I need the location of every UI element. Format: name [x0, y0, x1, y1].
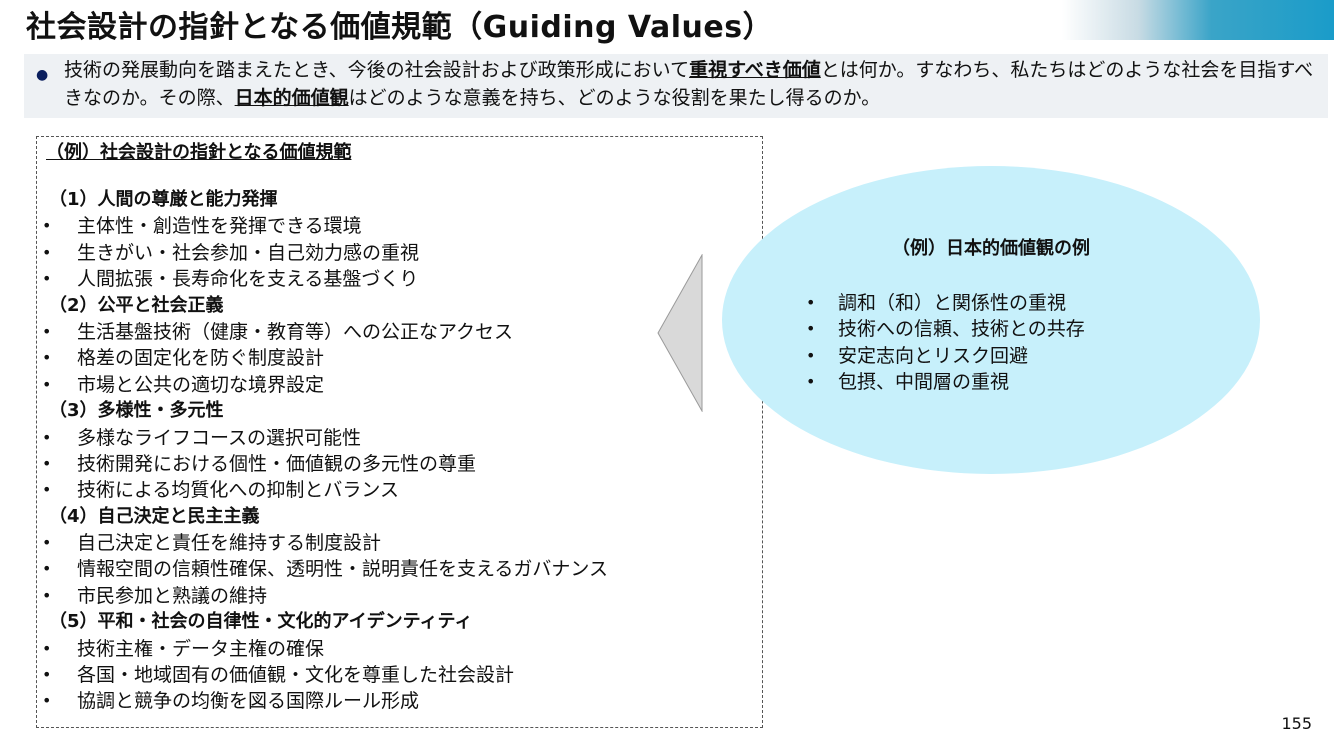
left-arrow-icon [657, 254, 703, 412]
bullet-icon: • [42, 638, 52, 658]
list-item: • 市民参加と熟議の維持 [37, 583, 757, 609]
section-title: （2）公平と社会正義 [49, 294, 224, 316]
guiding-values-box: （例）社会設計の指針となる価値規範 （1）人間の尊厳と能力発揮 • 主体性・創造性… [36, 136, 763, 728]
list-item: • 協調と競争の均衡を図る国際ルール形成 [37, 688, 757, 714]
intro-bullet-icon: ● [36, 67, 49, 83]
section-title: （5）平和・社会の自律性・文化的アイデンティティ [49, 611, 473, 633]
section-title: （3）多様性・多元性 [49, 400, 224, 422]
intro-text: 技術の発展動向を踏まえたとき、今後の社会設計および政策形成において重視すべき価値… [64, 56, 1326, 112]
header-accent-bar [1062, 0, 1334, 40]
intro-box: ● 技術の発展動向を踏まえたとき、今後の社会設計および政策形成において重視すべき… [24, 54, 1328, 118]
japanese-values-ellipse: （例）日本的価値観の例 • 調和（和）と関係性の重視 • 技術への信頼、技術との共存… [722, 166, 1260, 474]
bullet-icon: • [42, 585, 52, 605]
list-item-text: 包摂、中間層の重視 [838, 371, 1010, 394]
intro-text-part: 技術の発展動向を踏まえたとき、今後の社会設計および政策形成において [64, 59, 690, 81]
bullet-icon: • [42, 374, 52, 394]
japanese-values-title: （例）日本的価値観の例 [892, 238, 1090, 259]
bullet-icon: • [806, 293, 816, 312]
list-item-text: 技術開発における個性・価値観の多元性の尊重 [77, 452, 477, 475]
bullet-icon: • [42, 427, 52, 447]
list-item: • 自己決定と責任を維持する制度設計 [37, 530, 757, 556]
page-title: 社会設計の指針となる価値規範（Guiding Values） [26, 10, 774, 45]
list-item: • 主体性・創造性を発揮できる環境 [37, 213, 757, 239]
list-item-text: 技術主権・データ主権の確保 [77, 637, 325, 660]
guiding-values-sections: （1）人間の尊厳と能力発揮 • 主体性・創造性を発揮できる環境 • 生きがい・社会参… [37, 187, 757, 715]
list-item: • 安定志向とリスク回避 [802, 343, 1242, 369]
list-item: • 技術主権・データ主権の確保 [37, 636, 757, 662]
intro-text-part: はどのような意義を持ち、どのような役割を果たし得るのか。 [348, 87, 881, 109]
bullet-icon: • [806, 372, 816, 392]
bullet-icon: • [42, 269, 52, 289]
list-item-text: 技術による均質化への抑制とバランス [77, 479, 400, 502]
list-item-text: 格差の固定化を防ぐ制度設計 [77, 347, 325, 370]
list-item-text: 調和（和）と関係性の重視 [838, 292, 1067, 314]
intro-text-part: とは何か。すなわち、私たちはどのような社会を目指すべきなのか。その際、 [64, 59, 1314, 109]
bullet-icon: • [42, 216, 52, 236]
list-item: • 人間拡張・長寿命化を支える基盤づくり [37, 266, 757, 292]
bullet-icon: • [42, 480, 52, 500]
list-item: • 生きがい・社会参加・自己効力感の重視 [37, 240, 757, 266]
list-item: • 生活基盤技術（健康・教育等）への公正なアクセス [37, 319, 757, 345]
list-item: • 格差の固定化を防ぐ制度設計 [37, 345, 757, 371]
list-item: • 市場と公共の適切な境界設定 [37, 372, 757, 398]
list-item: • 情報空間の信頼性確保、透明性・説明責任を支えるガバナンス [37, 556, 757, 582]
list-item: • 包摂、中間層の重視 [802, 369, 1242, 395]
bullet-icon: • [42, 348, 52, 368]
list-item-text: 安定志向とリスク回避 [838, 344, 1029, 367]
section-title: （1）人間の尊厳と能力発揮 [49, 189, 278, 210]
guiding-values-heading: （例）社会設計の指針となる価値規範 [46, 142, 352, 163]
bullet-icon: • [42, 453, 52, 473]
bullet-icon: • [42, 242, 52, 262]
list-item-text: 技術への信頼、技術との共存 [838, 318, 1085, 341]
list-item: • 調和（和）と関係性の重視 [802, 290, 1242, 316]
list-item-text: 生きがい・社会参加・自己効力感の重視 [77, 241, 420, 264]
bullet-icon: • [806, 345, 816, 365]
bullet-icon: • [42, 665, 52, 685]
list-item-text: 協調と競争の均衡を図る国際ルール形成 [77, 690, 420, 713]
japanese-values-list: • 調和（和）と関係性の重視 • 技術への信頼、技術との共存 • 安定志向とリスク回避… [802, 290, 1242, 396]
list-item: • 技術への信頼、技術との共存 [802, 316, 1242, 342]
list-item-text: 人間拡張・長寿命化を支える基盤づくり [77, 268, 419, 291]
list-item-text: 各国・地域固有の価値観・文化を尊重した社会設計 [77, 664, 515, 687]
list-item-text: 生活基盤技術（健康・教育等）への公正なアクセス [77, 320, 514, 343]
intro-emphasis: 日本的価値観 [234, 87, 349, 109]
bullet-icon: • [42, 321, 52, 341]
intro-emphasis: 重視すべき価値 [689, 59, 821, 81]
list-item: • 技術による均質化への抑制とバランス [37, 477, 757, 503]
bullet-icon: • [42, 691, 52, 711]
list-item-text: 多様なライフコースの選択可能性 [77, 426, 362, 449]
page-number: 155 [1281, 714, 1312, 733]
list-item-text: 主体性・創造性を発揮できる環境 [77, 215, 362, 238]
section-title: （4）自己決定と民主主義 [49, 505, 260, 527]
list-item-text: 市場と公共の適切な境界設定 [77, 373, 325, 396]
bullet-icon: • [806, 319, 816, 339]
bullet-icon: • [42, 533, 52, 553]
list-item-text: 自己決定と責任を維持する制度設計 [77, 532, 382, 555]
list-item-text: 情報空間の信頼性確保、透明性・説明責任を支えるガバナンス [77, 558, 609, 581]
list-item: • 各国・地域固有の価値観・文化を尊重した社会設計 [37, 662, 757, 688]
list-item-text: 市民参加と熟議の維持 [77, 584, 268, 607]
bullet-icon: • [42, 559, 52, 579]
list-item: • 多様なライフコースの選択可能性 [37, 425, 757, 451]
list-item: • 技術開発における個性・価値観の多元性の尊重 [37, 451, 757, 477]
